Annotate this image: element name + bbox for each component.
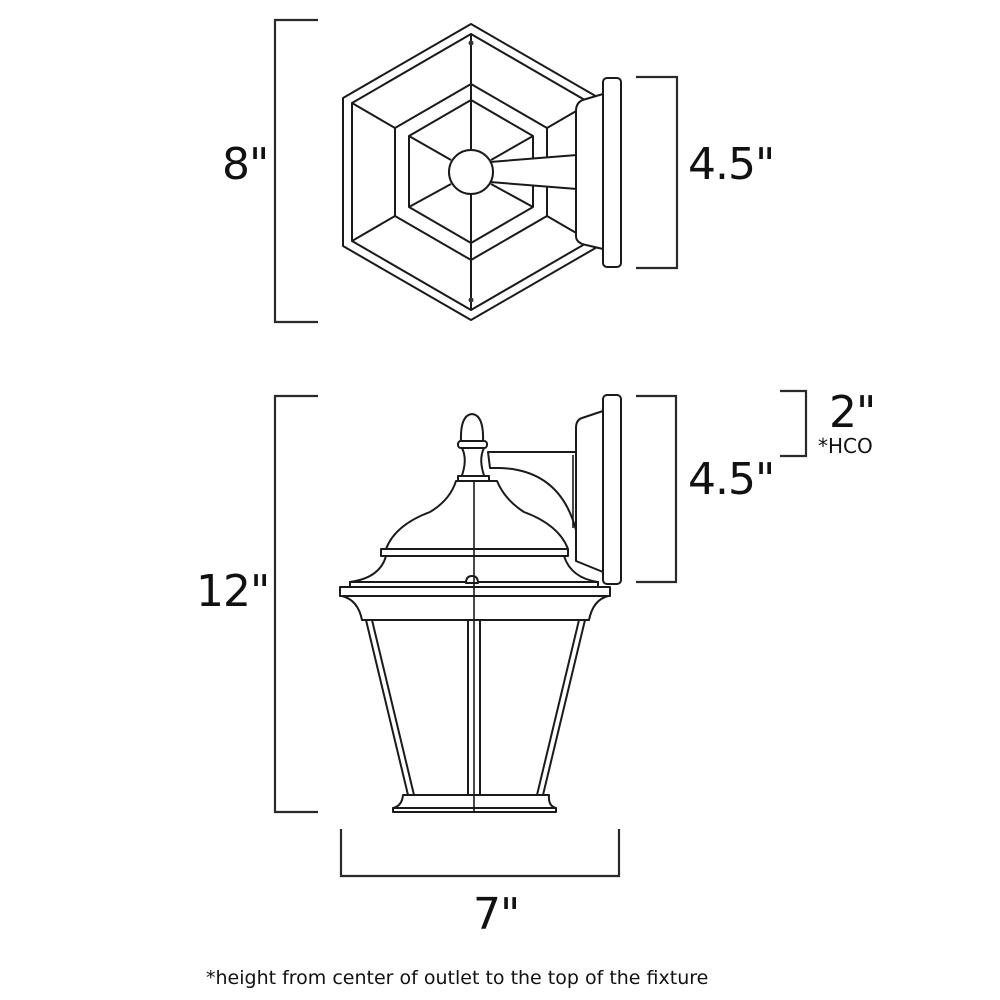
width-7in-bracket bbox=[339, 829, 621, 878]
top-view-dimensions bbox=[273, 18, 679, 324]
width-8in-bracket bbox=[273, 18, 318, 324]
footnote: *height from center of outlet to the top… bbox=[206, 967, 709, 989]
top-view-lantern bbox=[342, 23, 622, 321]
side-height-label: 12" bbox=[196, 566, 270, 617]
hco-value-label: 2" bbox=[829, 387, 876, 438]
side-view-dimensions bbox=[273, 389, 808, 878]
screw-icon bbox=[468, 40, 474, 46]
side-width-label: 7" bbox=[473, 889, 520, 940]
hco-tag-label: *HCO bbox=[818, 434, 873, 458]
hco-2in-bracket bbox=[780, 389, 808, 458]
top-width-label: 8" bbox=[222, 139, 269, 190]
backplate-4-5in-bracket bbox=[636, 394, 678, 584]
backplate-4-5in-bracket bbox=[636, 75, 679, 270]
screw-icon bbox=[468, 297, 474, 303]
height-12in-bracket bbox=[273, 394, 318, 814]
side-view-lantern bbox=[339, 394, 622, 813]
top-backplate-label: 4.5" bbox=[688, 139, 775, 190]
side-backplate-label: 4.5" bbox=[688, 454, 775, 505]
